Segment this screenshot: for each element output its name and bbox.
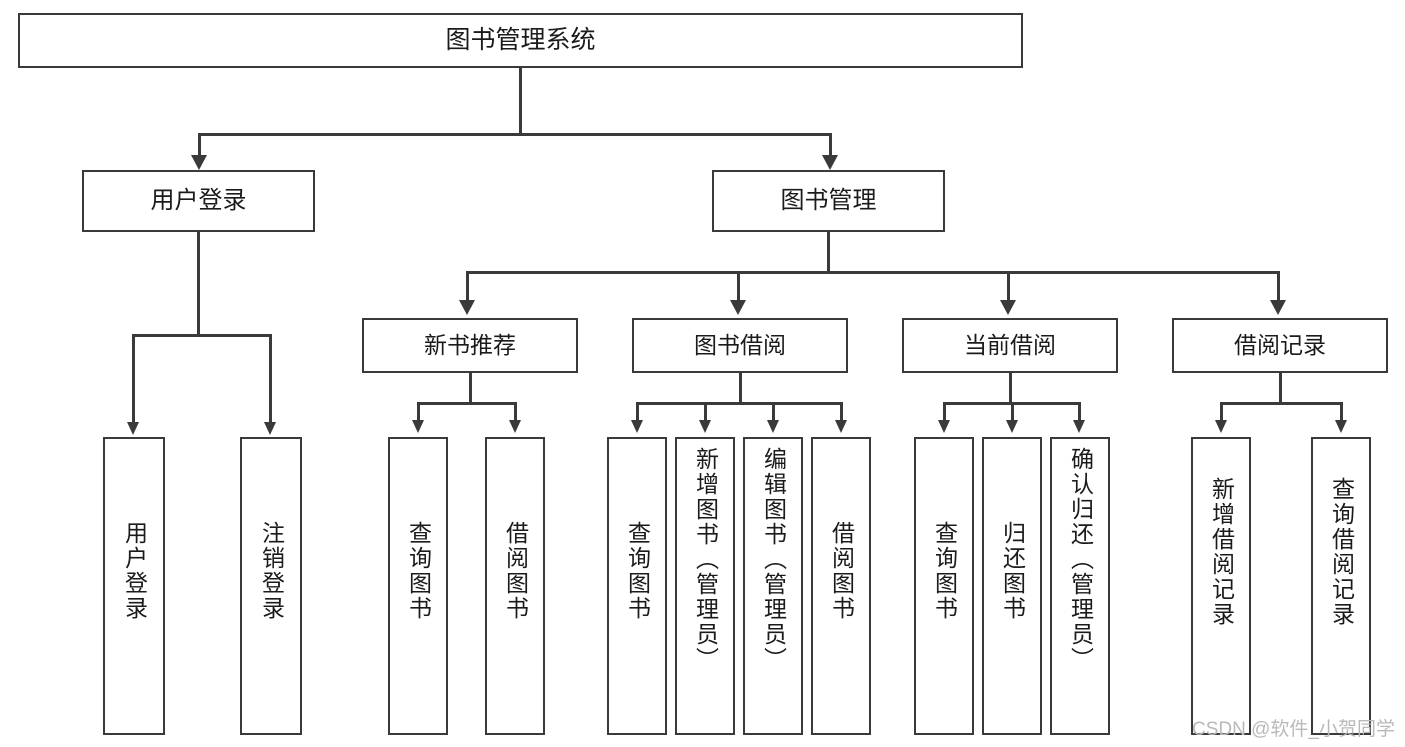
leaf-label: 编辑图书（管理员）: [760, 447, 787, 672]
arrow-to-leaf-confirm-return: [1073, 420, 1085, 433]
connector-nbr-drop-1: [417, 402, 420, 422]
leaf-add-borrow-record[interactable]: 新增借阅记录: [1191, 437, 1251, 735]
arrow-to-leaf-query-record: [1335, 420, 1347, 433]
node-label: 图书管理: [780, 186, 877, 214]
connector-br-bar: [1220, 402, 1342, 405]
connector-user-login-drop-1: [132, 334, 135, 424]
connector-bb-drop-1: [636, 402, 639, 422]
node-book-management[interactable]: 图书管理: [712, 170, 945, 232]
arrow-to-leaf-add-record: [1215, 420, 1227, 433]
connector-root-drop-1: [198, 133, 201, 157]
leaf-borrow-book-bb[interactable]: 借阅图书: [811, 437, 871, 735]
arrow-to-borrow-record: [1270, 300, 1286, 315]
node-label: 借阅记录: [1234, 331, 1326, 358]
leaf-add-book-admin[interactable]: 新增图书（管理员）: [675, 437, 735, 735]
node-user-login[interactable]: 用户登录: [82, 170, 315, 232]
connector-cb-drop-2: [1011, 402, 1014, 422]
node-root-book-management-system[interactable]: 图书管理系统: [18, 13, 1023, 68]
leaf-query-borrow-record[interactable]: 查询借阅记录: [1311, 437, 1371, 735]
connector-cb-drop-1: [943, 402, 946, 422]
connector-br-drop-1: [1220, 402, 1223, 422]
connector-bm-drop-3: [1007, 271, 1010, 303]
arrow-to-current-borrow: [1000, 300, 1016, 315]
connector-cb-drop-3: [1078, 402, 1081, 422]
leaf-label: 借阅图书: [502, 521, 529, 621]
arrow-to-leaf-add-book: [699, 420, 711, 433]
node-label: 当前借阅: [964, 331, 1056, 358]
connector-user-login-drop-2: [269, 334, 272, 424]
arrow-to-leaf-query-book-bb: [631, 420, 643, 433]
leaf-label: 归还图书: [999, 521, 1026, 621]
connector-br-drop-2: [1340, 402, 1343, 422]
connector-book-management-stem: [827, 232, 830, 274]
leaf-user-login[interactable]: 用户登录: [103, 437, 165, 735]
connector-bb-drop-2: [704, 402, 707, 422]
leaf-label: 查询图书: [931, 521, 958, 621]
connector-root-stem: [519, 68, 522, 135]
leaf-label: 用户登录: [121, 521, 148, 621]
leaf-confirm-return-admin[interactable]: 确认归还（管理员）: [1050, 437, 1110, 735]
node-label: 新书推荐: [424, 331, 516, 358]
connector-nbr-bar: [417, 402, 517, 405]
connector-bm-drop-4: [1277, 271, 1280, 303]
leaf-label: 注销登录: [258, 521, 285, 621]
leaf-label: 查询借阅记录: [1328, 477, 1355, 627]
arrow-to-book-borrow: [730, 300, 746, 315]
connector-bb-bar: [636, 402, 842, 405]
leaf-query-book-cb[interactable]: 查询图书: [914, 437, 974, 735]
arrow-to-user-login: [191, 155, 207, 170]
arrow-to-leaf-user-login: [127, 422, 139, 435]
arrow-to-leaf-borrow-book-nbr: [509, 420, 521, 433]
arrow-to-book-management: [822, 155, 838, 170]
connector-bb-stem: [739, 373, 742, 404]
leaf-edit-book-admin[interactable]: 编辑图书（管理员）: [743, 437, 803, 735]
leaf-query-book-nbr[interactable]: 查询图书: [388, 437, 448, 735]
arrow-to-leaf-borrow-book-bb: [835, 420, 847, 433]
arrow-to-leaf-logout: [264, 422, 276, 435]
connector-bm-drop-2: [737, 271, 740, 303]
connector-user-login-bar: [132, 334, 270, 337]
leaf-label: 新增图书（管理员）: [692, 447, 719, 672]
arrow-to-leaf-query-book-cb: [938, 420, 950, 433]
connector-cb-stem: [1009, 373, 1012, 404]
connector-bb-drop-4: [840, 402, 843, 422]
connector-user-login-stem: [197, 232, 200, 336]
node-new-book-recommend[interactable]: 新书推荐: [362, 318, 578, 373]
arrow-to-leaf-edit-book: [767, 420, 779, 433]
leaf-label: 借阅图书: [828, 521, 855, 621]
leaf-label: 查询图书: [405, 521, 432, 621]
node-label: 用户登录: [150, 186, 247, 214]
leaf-label: 新增借阅记录: [1208, 477, 1235, 627]
leaf-query-book-bb[interactable]: 查询图书: [607, 437, 667, 735]
node-label: 图书借阅: [694, 331, 786, 358]
connector-root-bar: [198, 133, 831, 136]
node-borrow-record[interactable]: 借阅记录: [1172, 318, 1388, 373]
leaf-logout[interactable]: 注销登录: [240, 437, 302, 735]
arrow-to-leaf-return-book: [1006, 420, 1018, 433]
connector-root-drop-2: [829, 133, 832, 157]
node-label: 图书管理系统: [445, 25, 596, 54]
connector-bm-drop-1: [466, 271, 469, 303]
arrow-to-leaf-query-book-nbr: [412, 420, 424, 433]
leaf-label: 确认归还（管理员）: [1067, 447, 1094, 672]
connector-nbr-drop-2: [514, 402, 517, 422]
node-book-borrow[interactable]: 图书借阅: [632, 318, 848, 373]
leaf-borrow-book-nbr[interactable]: 借阅图书: [485, 437, 545, 735]
connector-nbr-stem: [469, 373, 472, 404]
node-current-borrow[interactable]: 当前借阅: [902, 318, 1118, 373]
arrow-to-new-book-recommend: [459, 300, 475, 315]
leaf-label: 查询图书: [624, 521, 651, 621]
connector-br-stem: [1279, 373, 1282, 404]
connector-book-management-bar: [466, 271, 1279, 274]
connector-bb-drop-3: [772, 402, 775, 422]
leaf-return-book[interactable]: 归还图书: [982, 437, 1042, 735]
